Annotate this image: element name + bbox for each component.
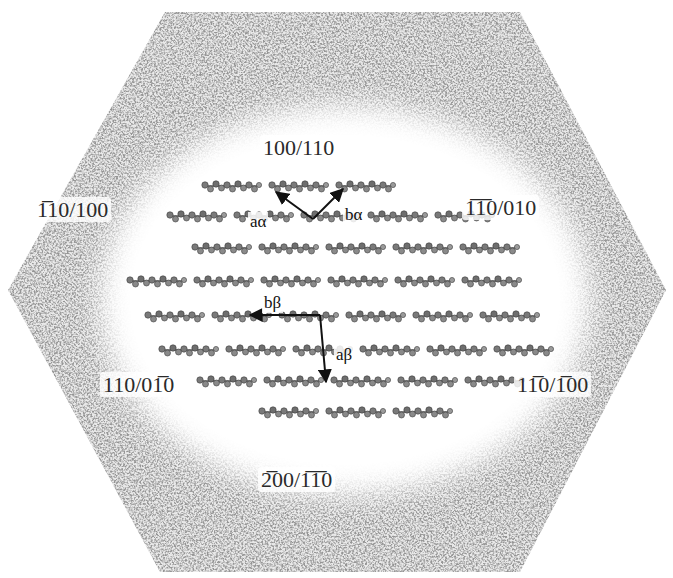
face-label: 2̅00/1̅1̅0: [258, 467, 335, 492]
face-label: 110/01̅0: [100, 372, 177, 397]
axis-label: bβ: [262, 293, 283, 313]
face-label: 100/110: [260, 135, 337, 160]
axis-label: aβ: [334, 345, 354, 365]
face-label: 1̅1̅0/010: [462, 195, 539, 220]
face-label: 1̅10/100: [34, 197, 111, 222]
axis-label: bα: [343, 205, 364, 225]
face-label: 11̅0/1̅00: [514, 372, 591, 397]
axis-label: aα: [248, 212, 268, 232]
